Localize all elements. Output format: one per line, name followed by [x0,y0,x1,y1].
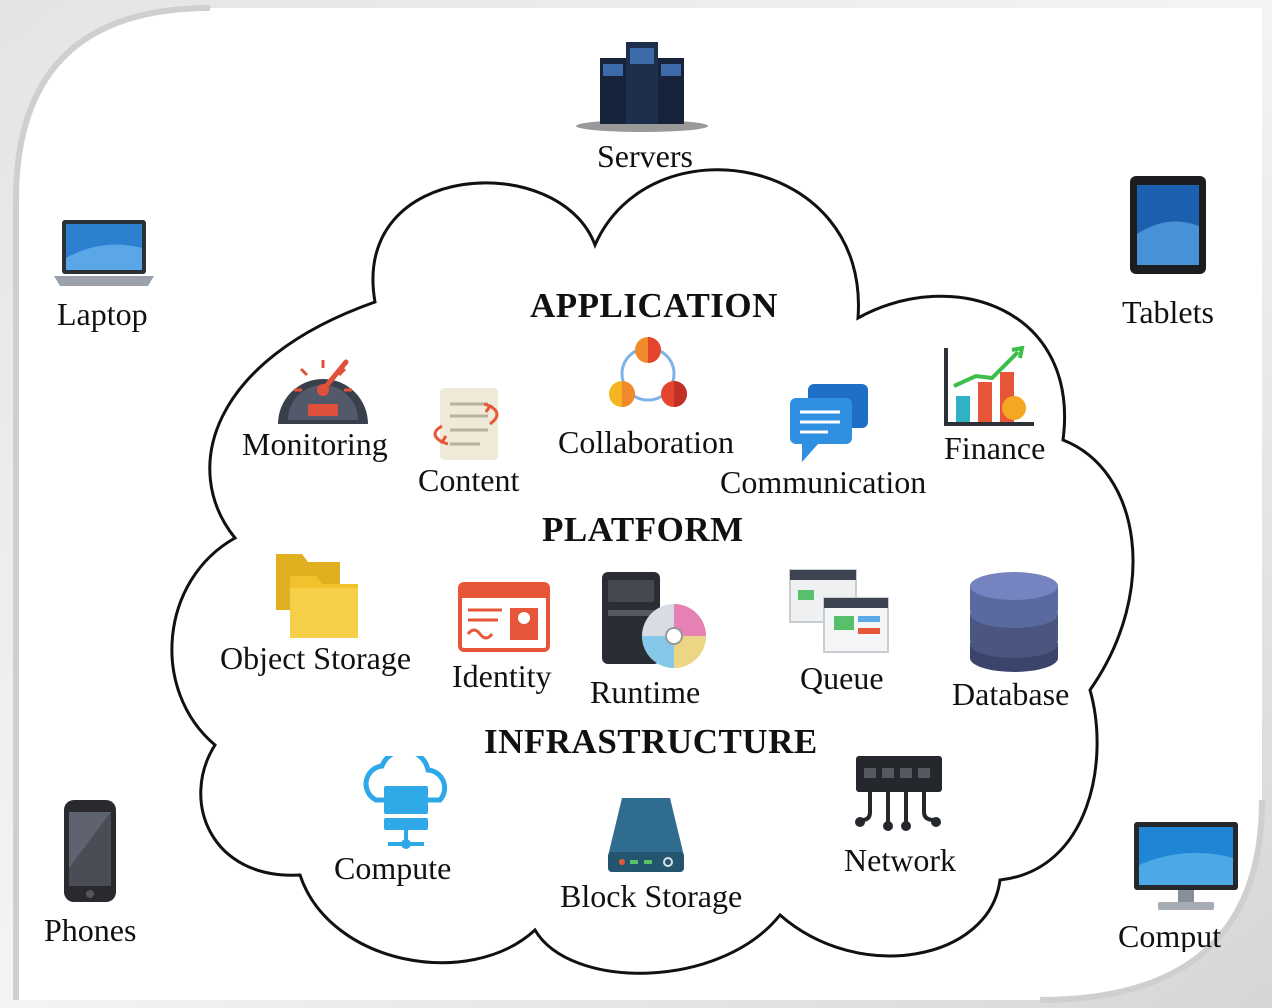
communication-label: Communication [720,464,927,500]
queue-windows-icon [789,569,889,653]
chat-bubbles-icon [790,384,868,462]
network-switch-icon [855,756,942,831]
phones-label: Phones [44,912,137,948]
cloud-server-icon [363,756,448,849]
database-icon [970,572,1058,672]
computer-monitor-icon [1134,822,1238,910]
infrastructure-layer-title: INFRASTRUCTURE [484,724,818,759]
gauge-icon [278,359,368,424]
identity-card-icon [458,582,550,652]
object-storage-label: Object Storage [220,640,412,676]
platform-layer-title: PLATFORM [542,510,744,549]
identity-label: Identity [452,658,552,694]
laptop-label: Laptop [57,296,148,332]
block-storage-label: Block Storage [560,878,743,914]
collaboration-label: Collaboration [558,424,734,460]
monitoring-label: Monitoring [242,426,388,462]
phone-icon [64,800,116,902]
runtime-label: Runtime [590,674,701,710]
content-label: Content [418,462,520,498]
tablet-icon [1130,176,1206,274]
network-label: Network [844,842,956,878]
servers-icon [576,42,708,132]
runtime-disc-icon [602,572,706,668]
laptop-icon [54,220,154,286]
block-storage-drive-icon [608,798,684,872]
servers-label: Servers [597,138,693,174]
computers-label: Comput [1118,920,1222,952]
finance-chart-icon [944,346,1034,426]
tablets-label: Tablets [1122,294,1214,330]
compute-label: Compute [334,850,452,886]
folder-icon [276,554,358,638]
application-layer-title: APPLICATION [530,286,778,325]
queue-label: Queue [800,660,884,696]
database-label: Database [952,676,1070,712]
content-document-icon [433,388,499,460]
collaboration-icon [609,337,687,407]
finance-label: Finance [944,430,1046,466]
